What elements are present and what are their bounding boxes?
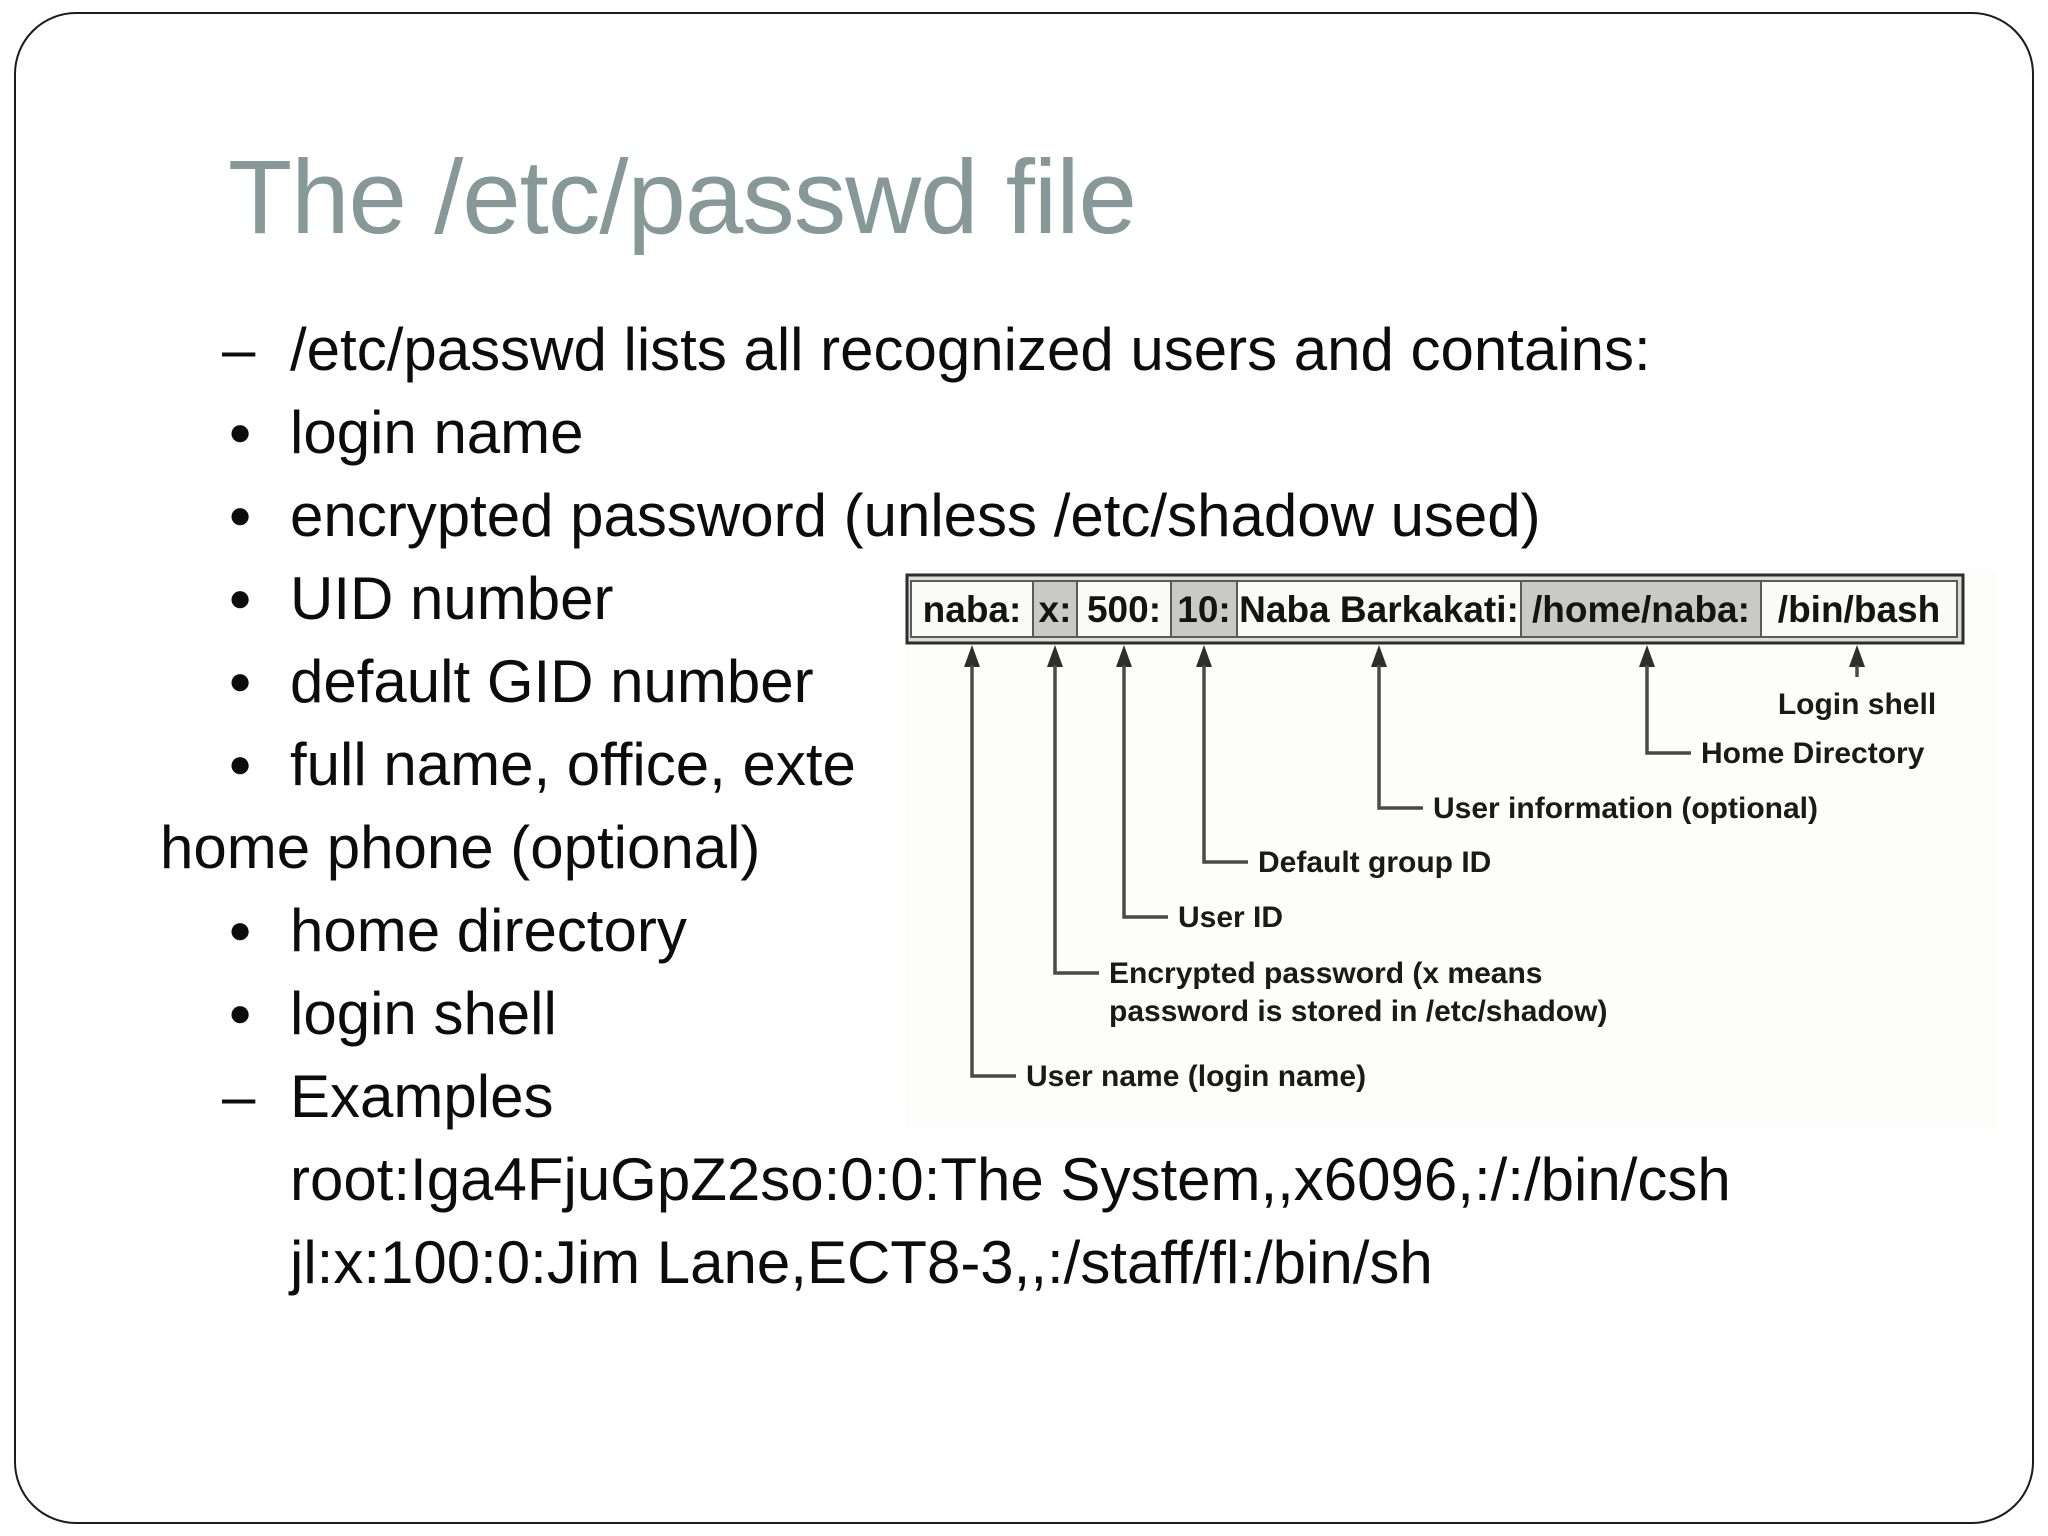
cell-shell-text: /bin/bash <box>1778 589 1940 630</box>
cell-shell <box>1760 580 1958 638</box>
list-item: ● full name, office, exte <box>160 723 1920 806</box>
dot-bullet-icon: ● <box>228 908 253 952</box>
field-labels: Login shell Home Directory User informat… <box>1026 688 1936 1093</box>
label-user-information: User information (optional) <box>1433 792 1818 825</box>
arrow-password-icon <box>1047 645 1063 667</box>
arrow-username-icon <box>964 645 980 667</box>
connector-lines <box>970 665 1859 1078</box>
cell-uid-text: 500: <box>1087 589 1161 630</box>
label-home-directory: Home Directory <box>1701 737 1925 770</box>
list-item-text: home directory <box>290 897 687 964</box>
cell-password <box>1032 580 1078 638</box>
connector-user-information <box>1377 665 1423 810</box>
arrow-uid-icon <box>1116 645 1132 667</box>
dot-bullet-icon: ● <box>228 991 253 1035</box>
connector-user-name <box>970 665 1016 1078</box>
list-item-text: full name, office, exte <box>290 731 856 798</box>
list-item-text: Examples <box>290 1063 554 1130</box>
list-item: ● login shell <box>160 972 1920 1055</box>
cell-homedir <box>1520 580 1762 638</box>
field-arrows <box>964 645 1865 667</box>
cell-uid <box>1076 580 1172 638</box>
list-item: –Examples <box>160 1055 1920 1138</box>
list-item-text: login shell <box>290 980 557 1047</box>
label-default-group-id: Default group ID <box>1258 846 1491 879</box>
arrow-shell-icon <box>1849 645 1865 667</box>
label-encrypted-password-1: Encrypted password (x means <box>1109 957 1542 990</box>
cell-username <box>910 580 1034 638</box>
arrow-fullname-icon <box>1371 645 1387 667</box>
slide-title: The /etc/passwd file <box>228 139 1137 256</box>
list-item: ● UID number <box>160 557 1920 640</box>
list-item-continuation: home phone (optional) <box>160 806 1920 889</box>
list-item-text: default GID number <box>290 648 814 715</box>
connector-encrypted-password <box>1053 665 1099 975</box>
label-user-name: User name (login name) <box>1026 1060 1366 1093</box>
label-user-id: User ID <box>1178 901 1283 934</box>
arrow-homedir-icon <box>1639 645 1655 667</box>
connector-home-directory <box>1645 665 1691 755</box>
list-item-text: encrypted password (unless /etc/shadow u… <box>290 482 1541 549</box>
list-item: ● encrypted password (unless /etc/shadow … <box>160 474 1920 557</box>
cell-homedir-text: /home/naba: <box>1532 589 1750 630</box>
arrow-gid-icon <box>1196 645 1212 667</box>
dash-bullet-icon: – <box>222 316 256 383</box>
label-login-shell: Login shell <box>1778 688 1936 721</box>
list-item-text: /etc/passwd lists all recognized users a… <box>290 316 1651 383</box>
cell-gid <box>1170 580 1238 638</box>
example-passwd-entry: root:Iga4FjuGpZ2so:0:0:The System,,x6096… <box>160 1138 1920 1221</box>
dot-bullet-icon: ● <box>228 493 253 537</box>
list-item: ● home directory <box>160 889 1920 972</box>
example-text: jl:x:100:0:Jim Lane,ECT8-3,,:/staff/fl:/… <box>290 1229 1433 1296</box>
list-item: ● login name <box>160 391 1920 474</box>
example-passwd-entry: jl:x:100:0:Jim Lane,ECT8-3,,:/staff/fl:/… <box>160 1221 1920 1304</box>
connector-default-group-id <box>1202 665 1248 864</box>
cell-fullname-text: Naba Barkakati: <box>1239 589 1519 630</box>
record-cells: naba: x: 500: 10: Naba Barkakati: /home/… <box>910 580 1958 638</box>
cell-password-text: x: <box>1039 589 1072 630</box>
dot-bullet-icon: ● <box>228 410 253 454</box>
cell-fullname <box>1236 580 1522 638</box>
list-item-text: home phone (optional) <box>160 814 761 881</box>
list-item: –/etc/passwd lists all recognized users … <box>160 308 1920 391</box>
passwd-record-diagram: naba: x: 500: 10: Naba Barkakati: /home/… <box>905 571 1997 1128</box>
label-encrypted-password-2: password is stored in /etc/shadow) <box>1109 995 1607 1028</box>
passwd-record-diagram-svg: naba: x: 500: 10: Naba Barkakati: /home/… <box>905 573 1965 1093</box>
list-item-text: UID number <box>290 565 614 632</box>
dot-bullet-icon: ● <box>228 576 253 620</box>
cell-username-text: naba: <box>923 589 1022 630</box>
dash-bullet-icon: – <box>222 1063 256 1130</box>
list-item-text: login name <box>290 399 584 466</box>
connector-user-id <box>1122 665 1168 919</box>
dot-bullet-icon: ● <box>228 742 253 786</box>
cell-gid-text: 10: <box>1177 589 1230 630</box>
dot-bullet-icon: ● <box>228 659 253 703</box>
list-item: ● default GID number <box>160 640 1920 723</box>
slide-body: –/etc/passwd lists all recognized users … <box>160 308 1920 1304</box>
example-text: root:Iga4FjuGpZ2so:0:0:The System,,x6096… <box>290 1146 1731 1213</box>
